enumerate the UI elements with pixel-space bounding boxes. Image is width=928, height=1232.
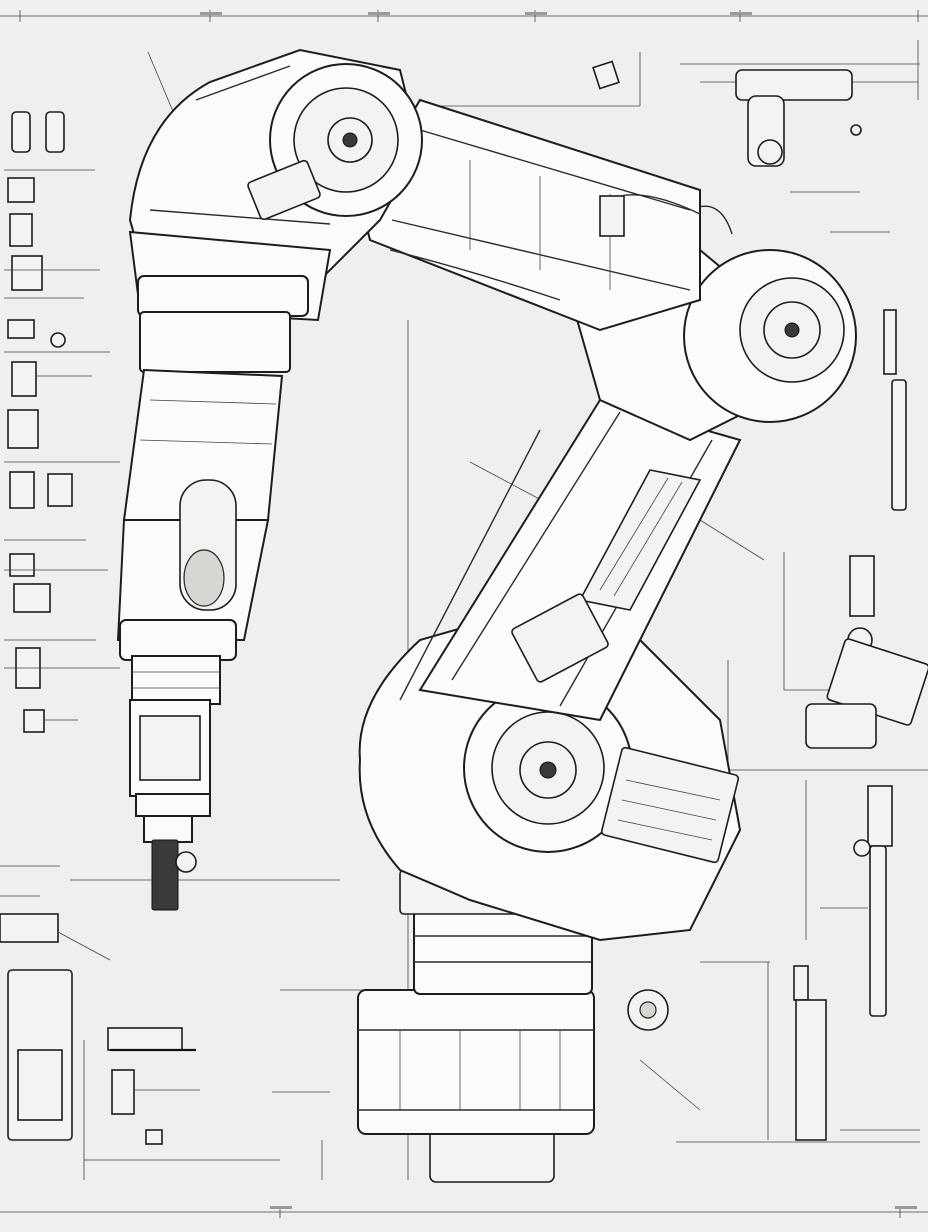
- upper-boom: [358, 98, 701, 332]
- tool-arm: [116, 230, 332, 911]
- cable-bundles: [389, 194, 701, 701]
- top-dimension-rail: [0, 10, 928, 22]
- right-detail-column: [392, 40, 928, 1143]
- wrist-joint: [128, 48, 423, 302]
- left-detail-column: [0, 111, 280, 1180]
- bottom-dimension-rail: [0, 1206, 928, 1218]
- upper-arm-link: [418, 398, 742, 722]
